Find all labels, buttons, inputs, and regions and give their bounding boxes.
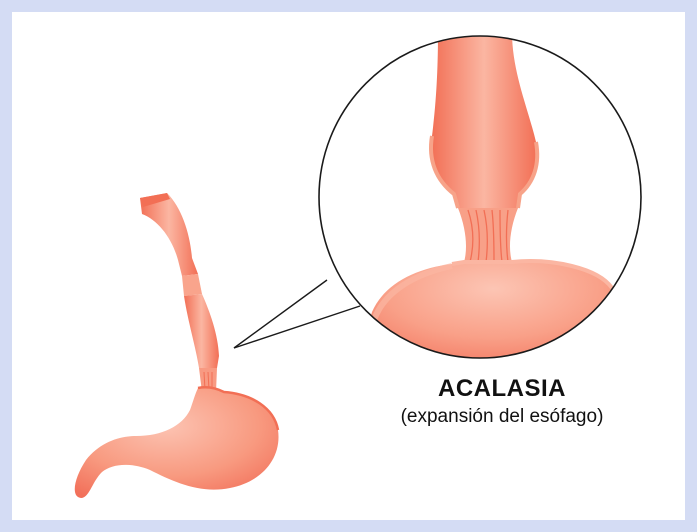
zoom-detail-circle [319, 32, 641, 372]
small-esophagus-stomach [75, 193, 279, 498]
zoom-pointer-lines [234, 280, 360, 348]
acalasia-diagram [12, 12, 685, 520]
caption-title: ACALASIA [342, 374, 662, 404]
caption-subtitle: (expansión del esófago) [342, 404, 662, 430]
illustration-panel: ACALASIA (expansión del esófago) [12, 12, 685, 520]
diagram-caption: ACALASIA (expansión del esófago) [342, 374, 662, 430]
